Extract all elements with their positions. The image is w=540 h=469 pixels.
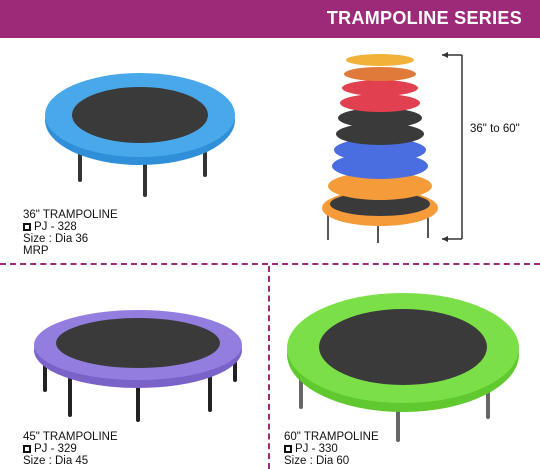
- product-45: 45" TRAMPOLINE PJ - 329 Size : Dia 45: [23, 431, 118, 467]
- size-range-bracket: [442, 52, 463, 242]
- trampoline-45-image: [34, 310, 242, 422]
- page-title: TRAMPOLINE SERIES: [326, 8, 522, 28]
- product-size: Size : Dia 36: [23, 233, 89, 245]
- trampoline-36-image: [45, 73, 235, 197]
- product-36: 36" TRAMPOLINE PJ - 328 Size : Dia 36 MR…: [23, 209, 118, 257]
- header-bar: TRAMPOLINE SERIES: [0, 0, 540, 38]
- product-code: PJ - 330: [284, 443, 379, 455]
- code-icon: [23, 223, 31, 231]
- product-code: PJ - 328: [23, 221, 118, 233]
- horizontal-divider: [0, 263, 540, 265]
- product-size: Size : Dia 60: [284, 455, 350, 467]
- code-icon: [23, 445, 31, 453]
- vertical-divider: [268, 266, 270, 469]
- code-icon: [284, 445, 292, 453]
- product-code: PJ - 329: [23, 443, 118, 455]
- product-mrp: MRP: [23, 245, 49, 257]
- trampoline-stack-image: [322, 54, 438, 243]
- product-size: Size : Dia 45: [23, 455, 89, 467]
- product-name: 36" TRAMPOLINE: [23, 209, 118, 221]
- product-name: 45" TRAMPOLINE: [23, 431, 118, 443]
- product-name: 60" TRAMPOLINE: [284, 431, 379, 443]
- size-range-label: 36" to 60": [470, 123, 520, 135]
- trampoline-60-image: [287, 293, 519, 442]
- product-60: 60" TRAMPOLINE PJ - 330 Size : Dia 60: [284, 431, 379, 467]
